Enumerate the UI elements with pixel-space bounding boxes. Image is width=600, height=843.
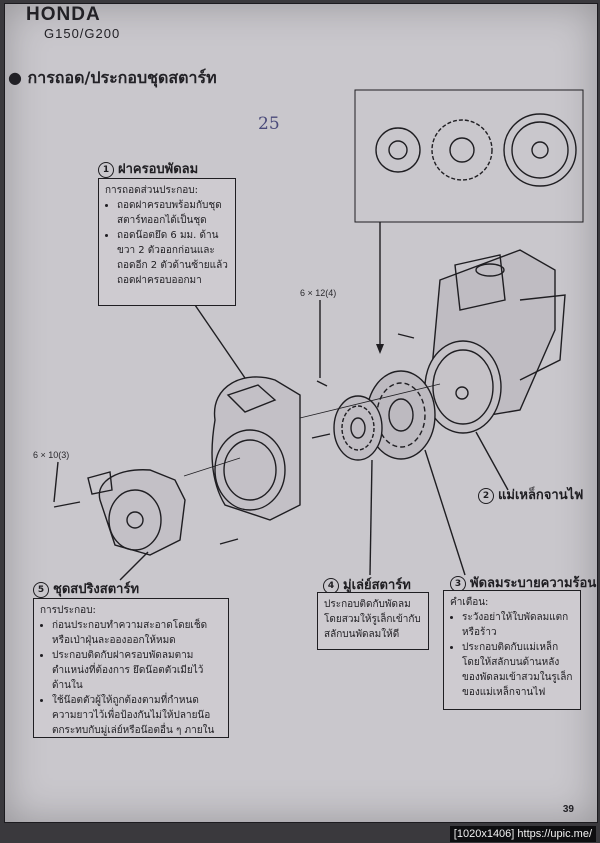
callout-number: 5 bbox=[33, 582, 49, 598]
inset-flywheel bbox=[503, 113, 577, 187]
leader-6x10 bbox=[53, 461, 59, 503]
page-title: ● การถอด/ประกอบชุดสตาร์ท bbox=[8, 68, 217, 87]
brand-logo-text: HONDA bbox=[26, 4, 101, 25]
recoil-starter bbox=[98, 469, 186, 556]
source-watermark: [1020x1406] https://upic.me/ bbox=[449, 826, 596, 842]
callout-number: 1 bbox=[98, 162, 114, 178]
leader-3 bbox=[424, 449, 466, 576]
leader-2 bbox=[475, 431, 509, 491]
inset-fan bbox=[431, 119, 493, 181]
note-item: ถอดฝาครอบพร้อมกับชุดสตาร์ทออกได้เป็นชุด bbox=[117, 198, 229, 228]
note-text: ประกอบติดกับพัดลมโดยสวมให้รูเล็กเข้ากับส… bbox=[324, 599, 421, 640]
note-box-fan-cover: การถอดส่วนประกอบ: ถอดฝาครอบพร้อมกับชุดสต… bbox=[98, 178, 236, 306]
note-item: ประกอบติดกับฝาครอบพัดลมตามตำแหน่งที่ต้อง… bbox=[52, 648, 222, 693]
note-item: ใช้น๊อตตัวผู้ให้ถูกต้องตามที่กำหนดความยา… bbox=[52, 693, 222, 738]
starter-handle bbox=[87, 471, 113, 495]
note-heading: การถอดส่วนประกอบ: bbox=[105, 185, 199, 196]
starter-pulley bbox=[333, 395, 383, 461]
callout-number: 2 bbox=[478, 488, 494, 504]
fan-cover bbox=[211, 376, 301, 521]
note-item: ก่อนประกอบทำความสะอาดโดยเช็ดหรือเป่าฝุ่น… bbox=[52, 618, 222, 648]
page-number: 39 bbox=[562, 804, 574, 815]
note-item: ถอดน๊อตยึด 6 มม. ด้านขวา 2 ตัวออกก่อนและ… bbox=[117, 228, 229, 288]
bolt-6x10 bbox=[53, 501, 81, 508]
inset-frame bbox=[354, 89, 584, 223]
bullet-icon: ● bbox=[8, 68, 28, 87]
bolt-lower bbox=[219, 538, 239, 545]
bolt-6x12 bbox=[316, 380, 328, 387]
handwritten-note: 25 bbox=[258, 114, 280, 134]
note-box-cooling-fan: คำเตือน: ระวังอย่าให้ใบพัดลมแตกหรือร้าว … bbox=[443, 590, 581, 710]
inset-cover-disc bbox=[375, 127, 421, 173]
leader-4 bbox=[369, 459, 373, 576]
note-heading: การประกอบ: bbox=[40, 605, 96, 616]
note-box-starter-pulley: ประกอบติดกับพัดลมโดยสวมให้รูเล็กเข้ากับส… bbox=[317, 592, 429, 650]
note-item: ระวังอย่าให้ใบพัดลมแตกหรือร้าว bbox=[462, 610, 574, 640]
leader-1 bbox=[194, 304, 246, 379]
note-box-recoil-starter: การประกอบ: ก่อนประกอบทำความสะอาดโดยเช็ดห… bbox=[33, 598, 229, 738]
note-item: ประกอบติดกับแม่เหล็กโดยให้สลักบนด้านหลัง… bbox=[462, 640, 574, 700]
bolt-label-6x12: 6 × 12(4) bbox=[300, 288, 337, 298]
leader-5 bbox=[119, 551, 149, 581]
bolt-label-6x10: 6 × 10(3) bbox=[33, 450, 70, 460]
note-heading: คำเตือน: bbox=[450, 597, 489, 608]
model-label: G150/G200 bbox=[44, 26, 121, 41]
